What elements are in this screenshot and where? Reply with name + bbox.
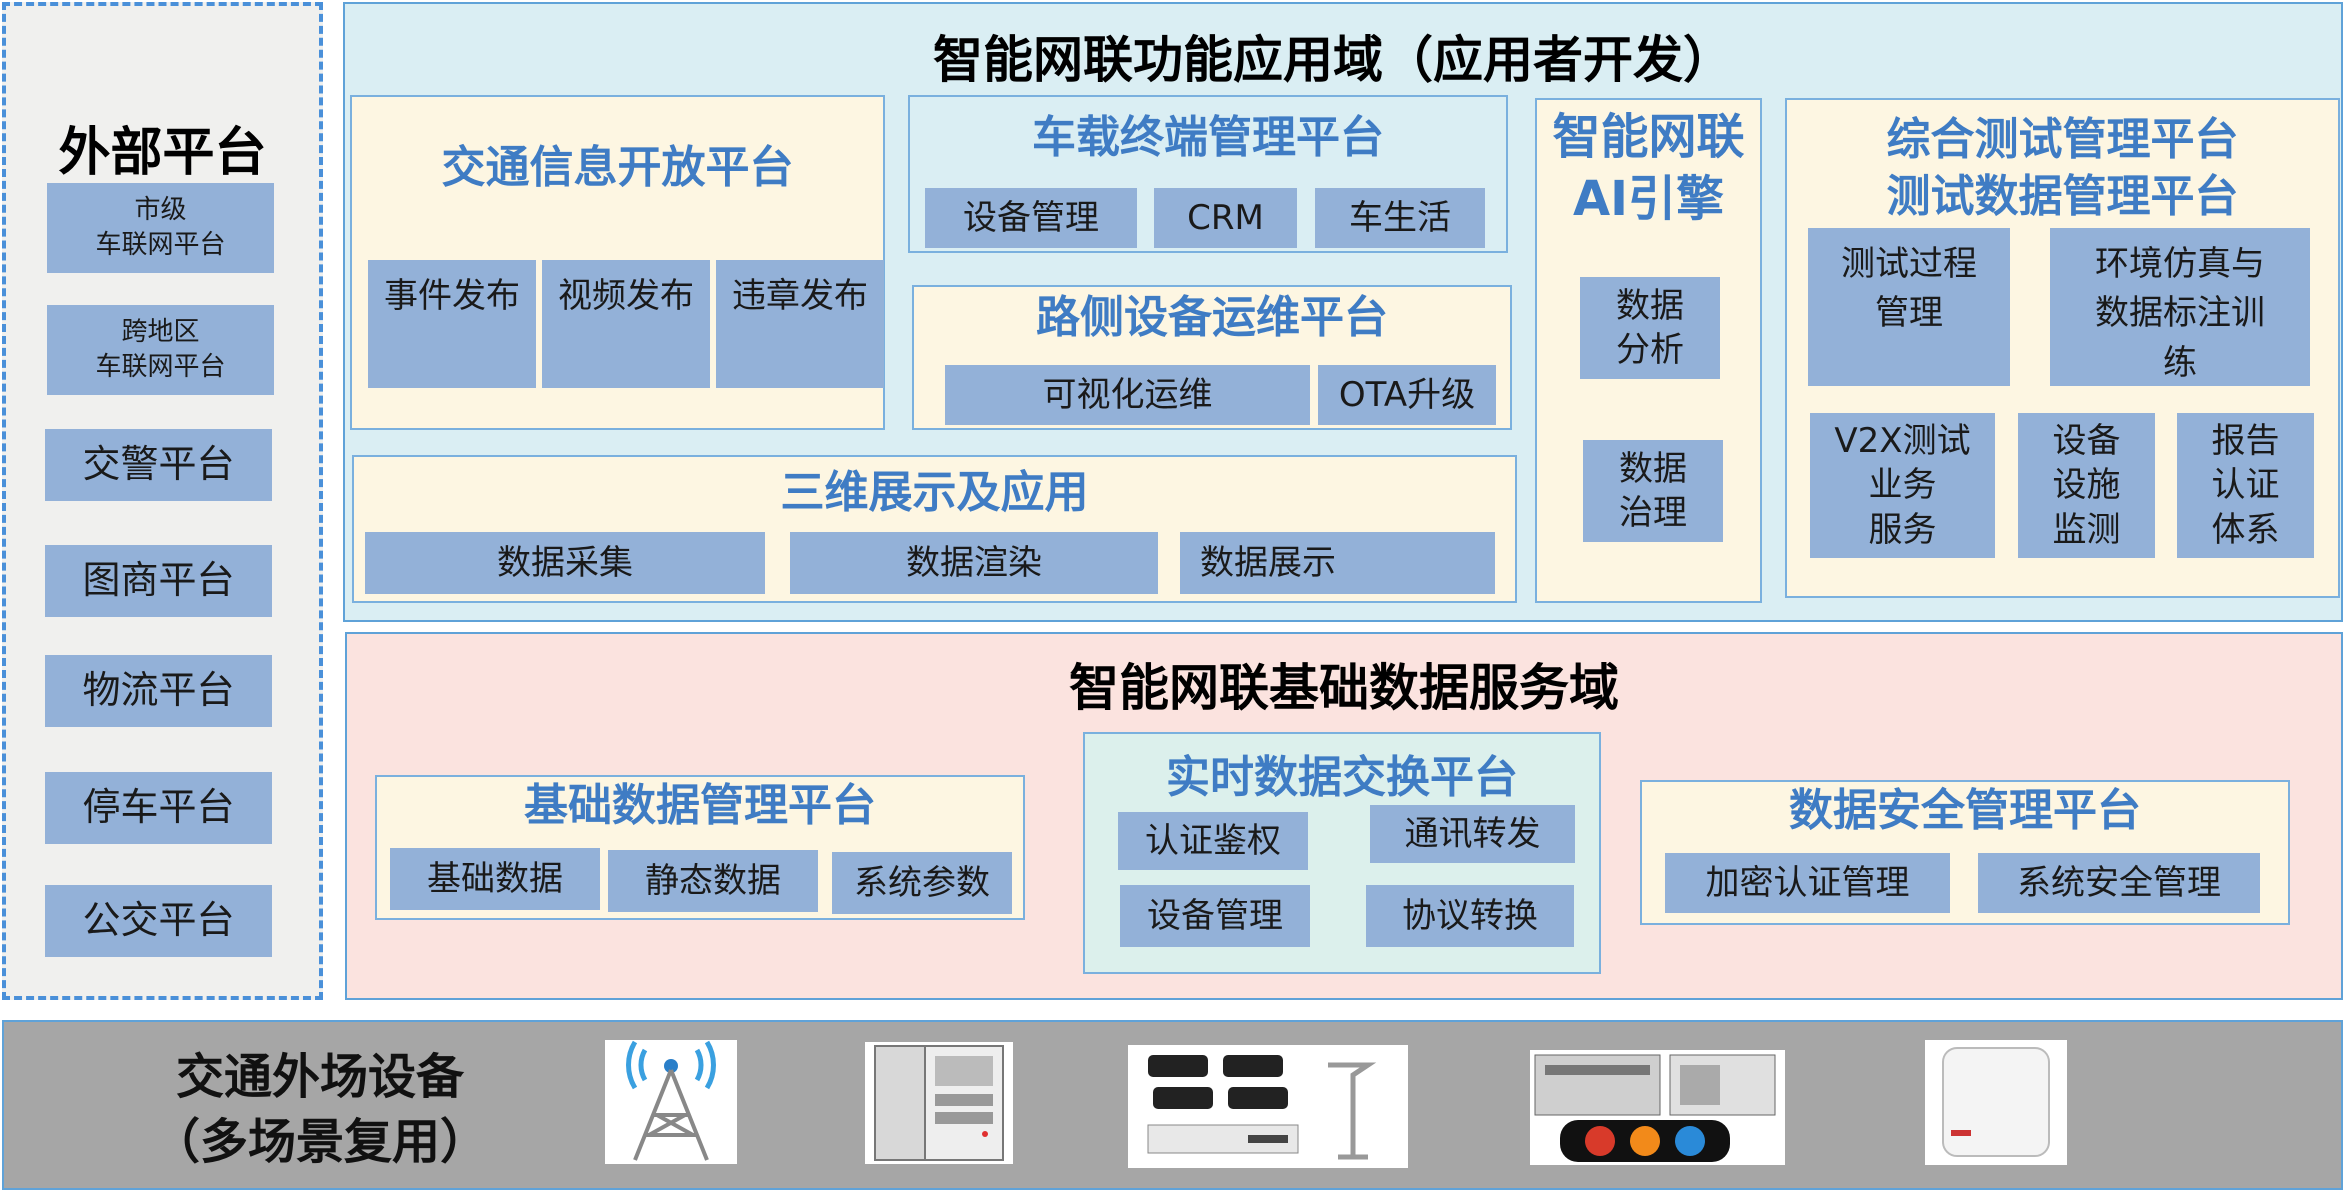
crm-chip: CRM	[1154, 188, 1297, 248]
violation-publish-chip: 违章发布	[716, 260, 884, 388]
ota-upgrade-chip: OTA升级	[1318, 365, 1496, 425]
external-platforms-title: 外部平台	[58, 122, 267, 183]
field-devices-title: 交通外场设备 （多场景复用）	[151, 1049, 488, 1170]
v2x-test-chip: V2X测试 业务 服务	[1810, 413, 1995, 558]
video-publish-chip: 视频发布	[542, 260, 710, 388]
basic-data-platform-title: 基础数据管理平台	[524, 780, 876, 831]
external-item-traffic-police: 交警平台	[45, 429, 272, 501]
basic-data-chip: 基础数据	[390, 848, 600, 910]
test-process-chip: 测试过程 管理	[1808, 228, 2010, 386]
data-display-chip: 数据展示	[1180, 532, 1495, 594]
data-domain-title: 智能网联基础数据服务域	[1069, 659, 1619, 717]
car-life-chip: 车生活	[1315, 188, 1485, 248]
data-governance-chip: 数据 治理	[1583, 440, 1723, 542]
device-management-chip: 设备管理	[925, 188, 1137, 248]
auth-chip: 认证鉴权	[1118, 812, 1308, 870]
data-security-platform-title: 数据安全管理平台	[1789, 785, 2141, 836]
data-collection-chip: 数据采集	[365, 532, 765, 594]
realtime-device-mgmt-chip: 设备管理	[1120, 885, 1310, 947]
test-mgmt-title: 综合测试管理平台 测试数据管理平台	[1886, 113, 2239, 222]
facility-monitor-chip: 设备 设施 监测	[2018, 413, 2155, 558]
camera-nvr-icon	[1128, 1045, 1408, 1168]
external-item-map-provider: 图商平台	[45, 545, 272, 617]
data-rendering-chip: 数据渲染	[790, 532, 1158, 594]
external-item-bus: 公交平台	[45, 885, 272, 957]
roadside-om-platform-title: 路侧设备运维平台	[1036, 292, 1388, 343]
realtime-exchange-platform-title: 实时数据交换平台	[1166, 752, 1518, 803]
3d-display-platform-title: 三维展示及应用	[780, 467, 1089, 518]
rsu-device-icon	[1925, 1040, 2067, 1165]
external-item-logistics: 物流平台	[45, 655, 272, 727]
env-simulation-chip: 环境仿真与 数据标注训 练	[2050, 228, 2310, 386]
roadside-cabinet-icon	[865, 1042, 1013, 1164]
static-data-chip: 静态数据	[608, 850, 818, 912]
traffic-info-platform-title: 交通信息开放平台	[441, 142, 794, 193]
visual-om-chip: 可视化运维	[945, 365, 1310, 425]
protocol-convert-chip: 协议转换	[1366, 885, 1574, 947]
system-params-chip: 系统参数	[832, 852, 1012, 914]
external-item-parking: 停车平台	[45, 772, 272, 844]
report-cert-chip: 报告 认证 体系	[2177, 413, 2314, 558]
data-analysis-chip: 数据 分析	[1580, 277, 1720, 379]
event-publish-chip: 事件发布	[368, 260, 536, 388]
antenna-tower-icon	[605, 1040, 737, 1164]
external-item-city-platform: 市级 车联网平台	[47, 183, 274, 273]
encrypt-auth-chip: 加密认证管理	[1665, 853, 1950, 913]
app-domain-title: 智能网联功能应用域（应用者开发）	[933, 31, 1733, 89]
vehicle-terminal-platform-title: 车载终端管理平台	[1032, 112, 1384, 163]
external-item-cross-region-platform: 跨地区 车联网平台	[47, 305, 274, 395]
edge-unit-traffic-light-icon	[1530, 1050, 1785, 1165]
ai-engine-title: 智能网联 AI引擎	[1552, 108, 1745, 227]
system-security-chip: 系统安全管理	[1978, 853, 2260, 913]
comm-forward-chip: 通讯转发	[1370, 805, 1575, 863]
